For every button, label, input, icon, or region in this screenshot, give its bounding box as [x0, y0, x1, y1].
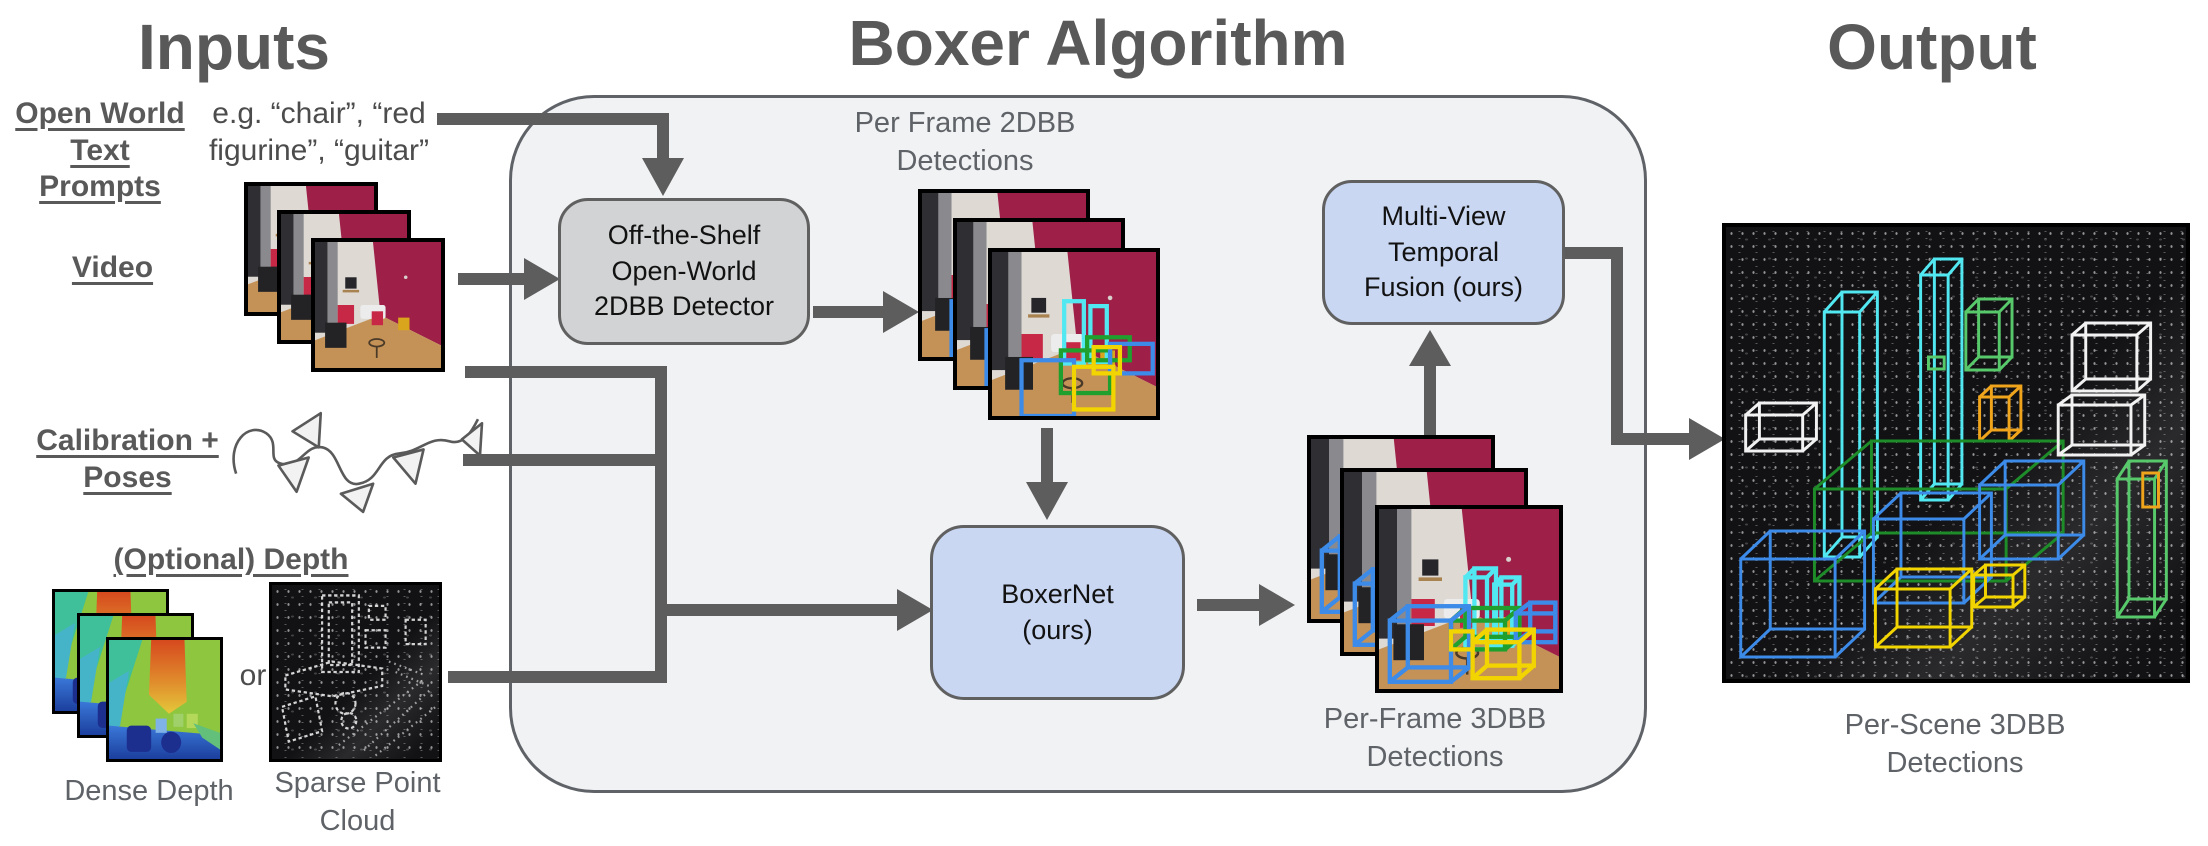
arrowhead-boxernet-out — [1259, 584, 1295, 626]
arrowhead-2dbb-down — [1026, 482, 1068, 520]
calibration-label: Calibration + Poses — [36, 424, 219, 494]
caption-3dbb: Per-Frame 3DBB Detections — [1323, 703, 1547, 774]
bus-video-line — [465, 366, 667, 378]
fusion-box: Multi-View Temporal Fusion (ours) — [1322, 180, 1565, 325]
arrow-prompts-v — [657, 113, 669, 158]
arrow-detector-out — [813, 306, 883, 318]
sparse-cloud-sketch — [272, 585, 439, 759]
arrow-3dbb-up — [1424, 366, 1436, 436]
dense-depth-front — [106, 637, 223, 762]
depth-label: (Optional) Depth — [113, 543, 349, 576]
caption-2dbb: Per Frame 2DBB Detections — [854, 107, 1076, 178]
output-heading: Output — [1827, 11, 2037, 83]
arrowhead-prompts — [642, 158, 684, 196]
inputs-heading: Inputs — [138, 11, 330, 83]
3dbb-frame-front — [1375, 505, 1563, 693]
room-photo-3dbb — [1379, 509, 1559, 689]
arrowhead-video — [524, 258, 560, 300]
video-label: Video — [71, 251, 154, 284]
2dbb-frame-front — [988, 248, 1160, 420]
detector-box: Off-the-Shelf Open-World 2DBB Detector — [558, 198, 810, 345]
caption-per-scene: Per-Scene 3DBB Detections — [1844, 709, 2066, 780]
bus-calibration-line — [463, 454, 667, 466]
arrow-fusion-out-h1 — [1565, 247, 1623, 259]
arrow-fusion-out-h2 — [1611, 433, 1689, 445]
arrowhead-detector-out — [883, 291, 919, 333]
sparse-point-cloud-image — [269, 582, 442, 762]
arrowhead-boxernet-in — [897, 589, 933, 631]
algorithm-heading: Boxer Algorithm — [848, 7, 1348, 79]
dense-depth-caption: Dense Depth — [64, 775, 234, 807]
video-frame-front — [311, 238, 445, 372]
boxernet-box: BoxerNet (ours) — [930, 525, 1185, 700]
arrowhead-fusion-in — [1409, 330, 1451, 366]
arrowhead-output — [1689, 418, 1725, 460]
arrow-video-to-detector — [458, 273, 524, 285]
or-text: or — [239, 659, 267, 692]
arrow-fusion-out-v — [1611, 247, 1623, 445]
room-photo — [315, 242, 441, 368]
camera-frusta-trajectory-icon — [232, 411, 484, 514]
sparse-cloud-caption: Sparse Point Cloud — [274, 767, 441, 838]
output-scene-image — [1722, 223, 2190, 683]
room-photo-2dbb — [992, 252, 1156, 416]
bus-depth-line — [448, 671, 667, 683]
bus-vertical-line — [655, 366, 667, 683]
text-prompts-label: Open World Text Prompts — [15, 97, 185, 204]
arrow-boxernet-out — [1197, 599, 1259, 611]
arrow-prompts-h — [437, 113, 669, 125]
arrow-bus-to-boxernet — [655, 604, 897, 616]
text-prompts-example: e.g. “chair”, “red figurine”, “guitar” — [208, 97, 430, 167]
per-scene-3dbb-render — [1739, 257, 2168, 659]
arrow-2dbb-down — [1041, 428, 1053, 482]
depth-map — [109, 640, 220, 759]
